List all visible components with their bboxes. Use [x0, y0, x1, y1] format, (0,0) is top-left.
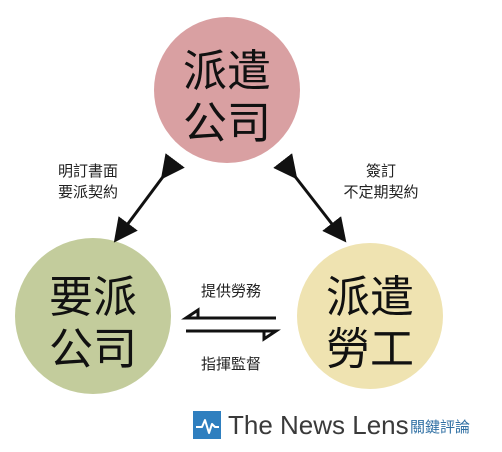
brand-watermark: The News Lens 關鍵評論 — [193, 410, 470, 440]
edge-dispatch-worker-label-line1: 簽訂 — [366, 162, 396, 180]
edge-worker-to-client-label: 提供勞務 — [201, 282, 261, 300]
edge-dispatch-client-arrow — [113, 153, 185, 243]
brand-name-cn: 關鍵評論 — [410, 418, 470, 436]
pulse-line-icon — [196, 419, 219, 434]
node-client-company: 要派 公司 — [15, 238, 171, 394]
edge-dispatch-worker-label-line2: 不定期契約 — [343, 183, 418, 201]
node-dispatch-company-line2: 公司 — [183, 98, 271, 149]
node-dispatch-company-circle — [154, 17, 300, 163]
edge-dispatch-client: 明訂書面 要派契約 — [58, 153, 185, 243]
node-dispatch-company-line1: 派遣 — [183, 46, 271, 97]
edge-dispatch-client-label-line1: 明訂書面 — [58, 162, 118, 180]
node-dispatched-worker-line2: 勞工 — [326, 324, 414, 375]
node-dispatch-company: 派遣 公司 — [154, 17, 300, 163]
node-dispatched-worker-line1: 派遣 — [326, 272, 414, 323]
edge-worker-to-client-arrow — [181, 307, 276, 320]
brand-name: The News Lens — [228, 410, 409, 440]
node-client-company-line1: 要派 — [49, 272, 137, 323]
edge-dispatch-worker-arrow — [273, 153, 347, 243]
node-dispatched-worker-circle — [297, 243, 443, 389]
edge-dispatch-client-label-line2: 要派契約 — [58, 183, 118, 201]
node-dispatched-worker: 派遣 勞工 — [297, 243, 443, 389]
node-client-company-circle — [15, 238, 171, 394]
edge-dispatch-worker: 簽訂 不定期契約 — [273, 153, 419, 243]
node-client-company-line2: 公司 — [49, 324, 137, 375]
edge-client-to-worker-arrow — [186, 329, 281, 342]
edge-client-to-worker-label: 指揮監督 — [201, 355, 261, 373]
edge-worker-client: 提供勞務 指揮監督 — [181, 282, 281, 373]
